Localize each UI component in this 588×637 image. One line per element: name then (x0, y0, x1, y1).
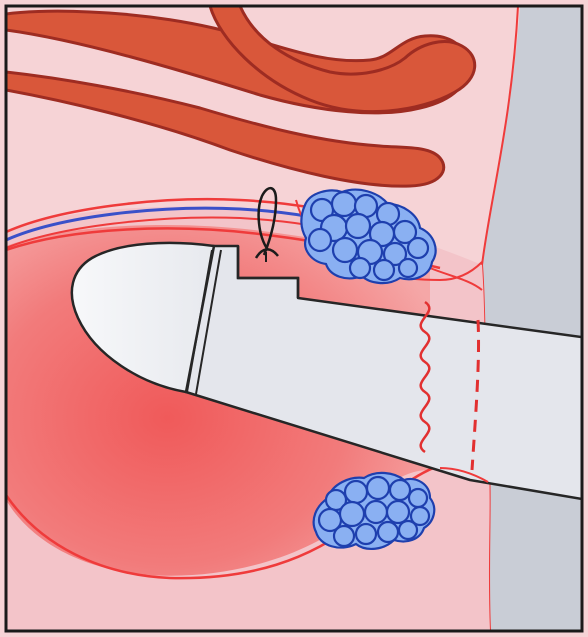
medical-illustration (0, 0, 588, 637)
